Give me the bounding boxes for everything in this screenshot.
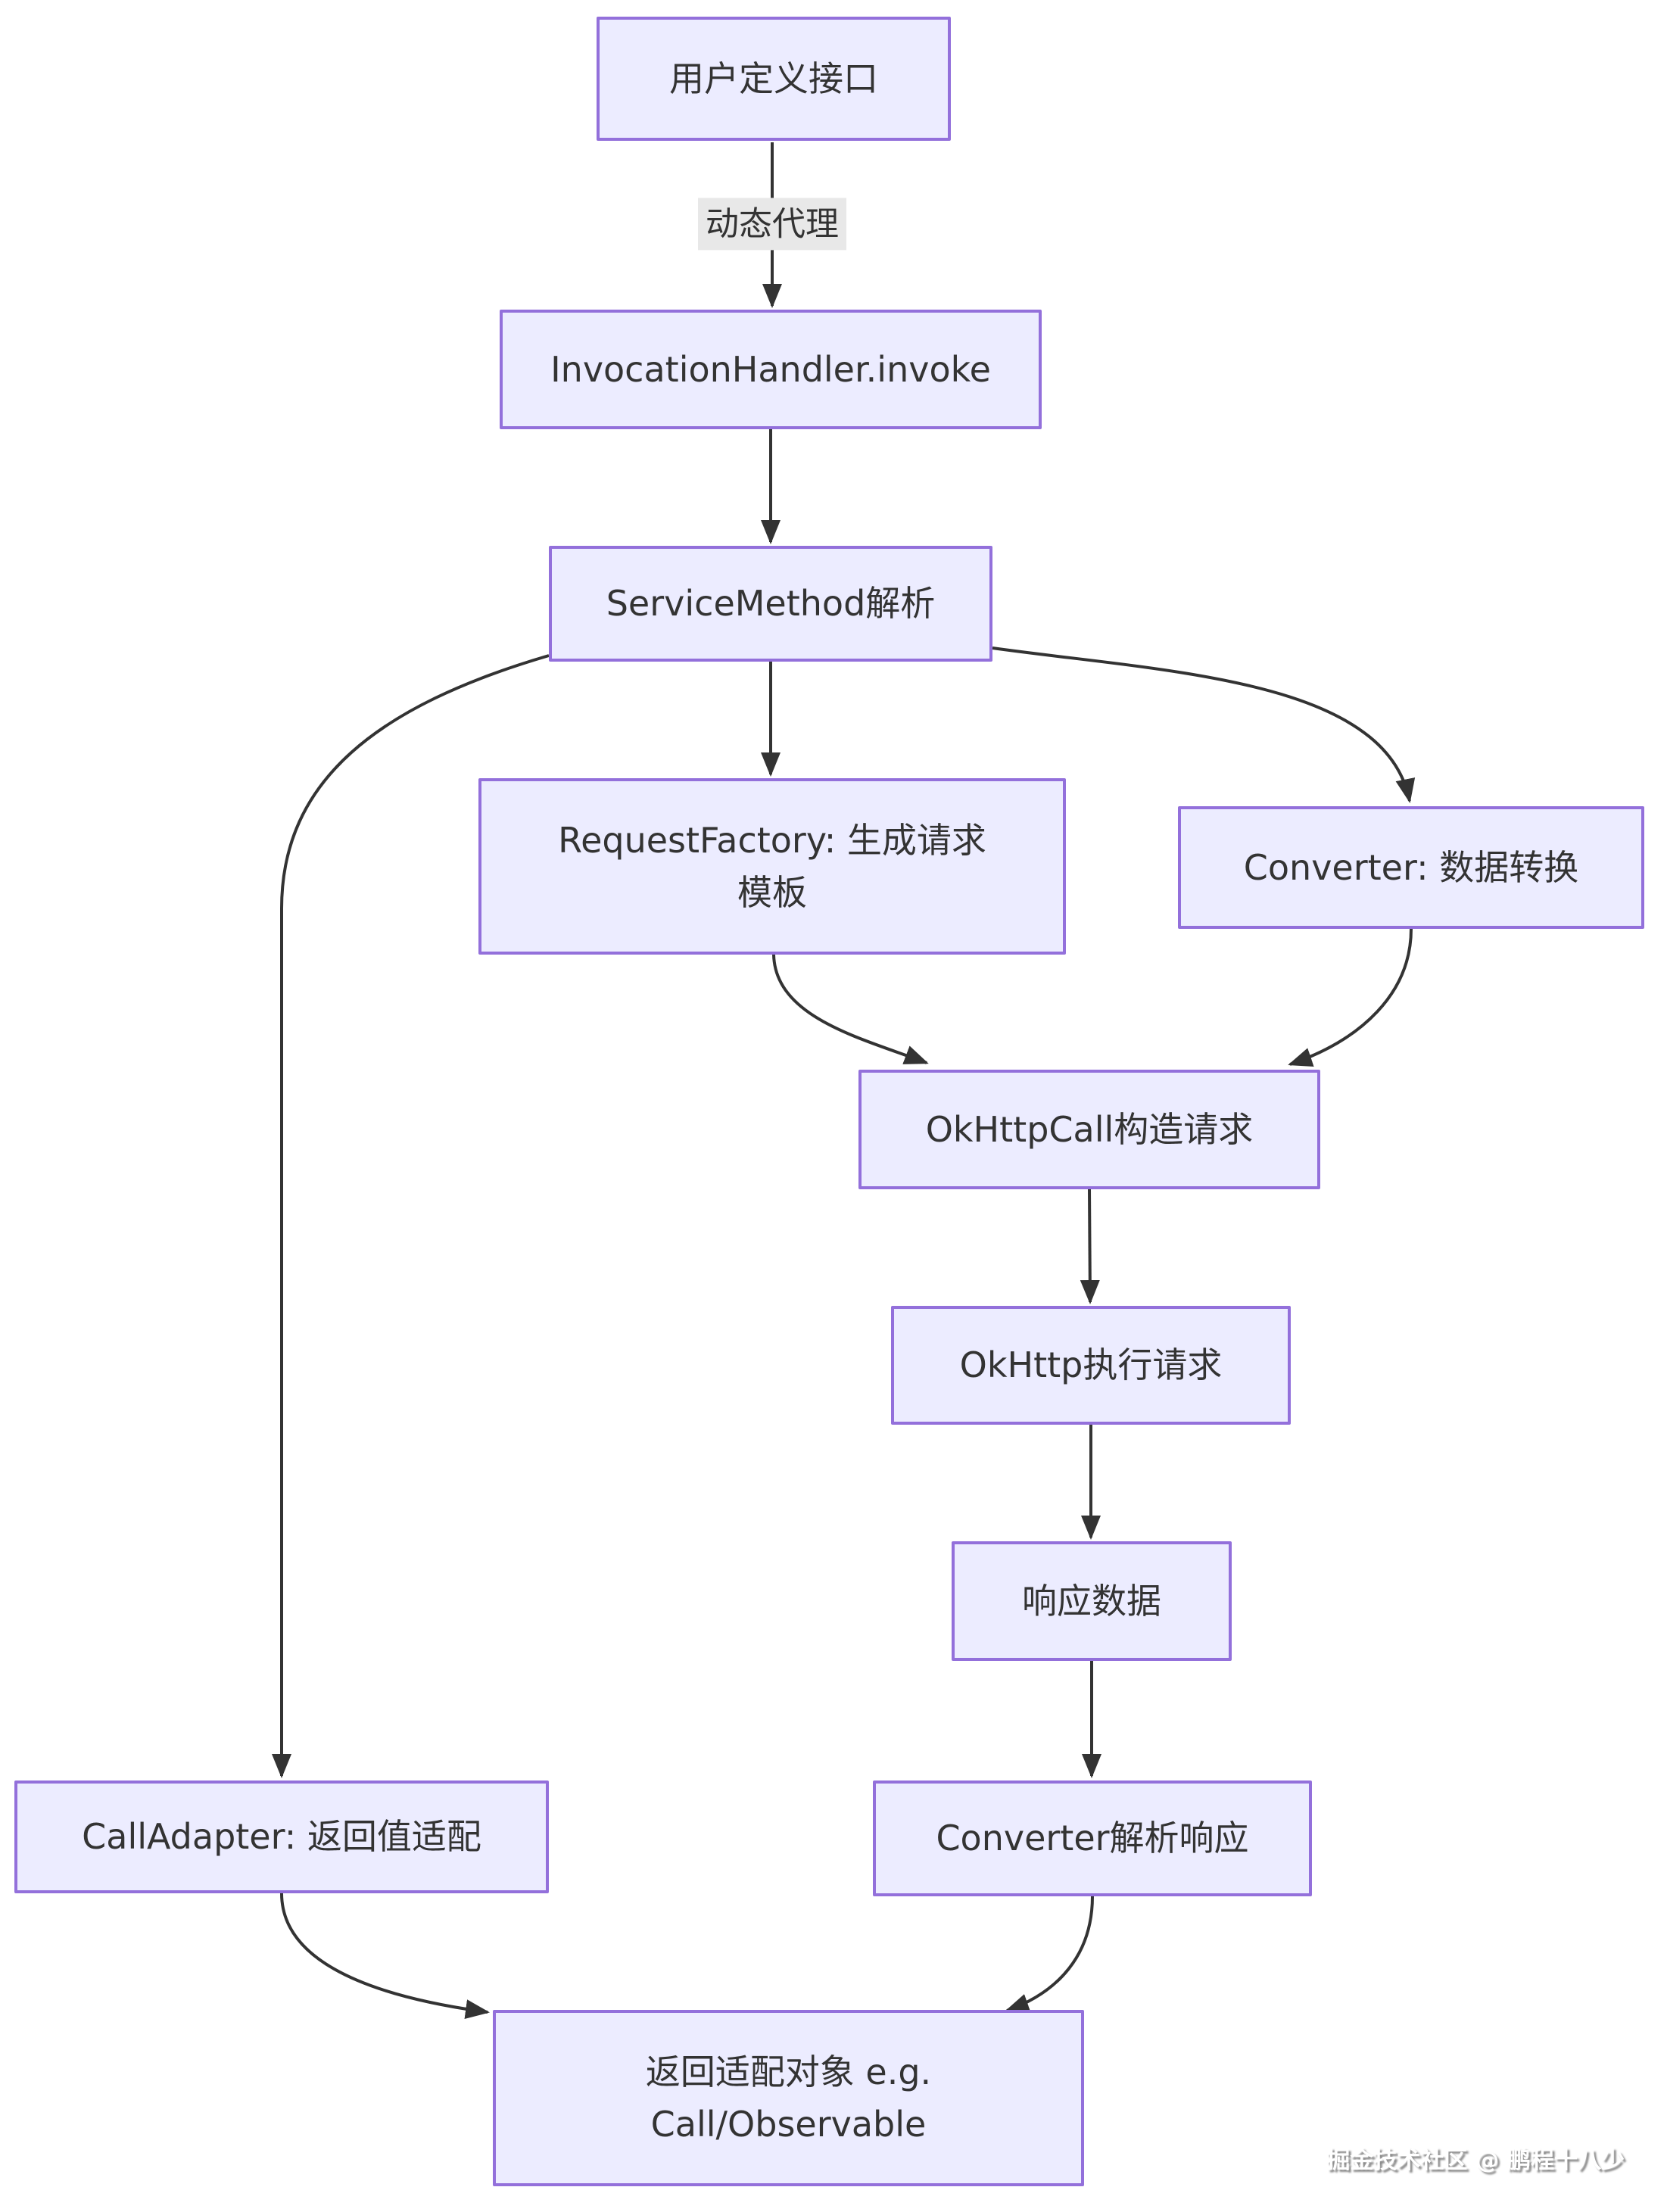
edge-request-factory-to-okhttp-call: [772, 954, 929, 1064]
watermark-juejin-author: 掘金技术社区 @ 鹏程十八少: [1326, 2147, 1625, 2174]
node-converter-data-conversion: Converter: 数据转换: [1178, 806, 1644, 929]
node-converter-parse-response: Converter解析响应: [873, 1781, 1312, 1896]
node-response-data: 响应数据: [952, 1541, 1232, 1661]
node-request-factory: RequestFactory: 生成请求 模板: [478, 778, 1066, 955]
edge-call-adapter-to-result: [280, 1893, 490, 2020]
node-okhttp-call-build-request: OkHttpCall构造请求: [858, 1070, 1320, 1189]
edge-converter-parse-to-result: [1005, 1896, 1094, 2013]
edge-okhttp-call-to-okhttp-exec: [1080, 1189, 1100, 1304]
node-invocation-handler-invoke: InvocationHandler.invoke: [500, 310, 1042, 429]
node-user-defined-interface: 用户定义接口: [597, 17, 951, 141]
edge-converter-to-okhttp-call: [1288, 928, 1413, 1067]
edge-service-method-to-converter: [992, 646, 1416, 803]
node-request-factory-line1: RequestFactory: 生成请求: [558, 819, 986, 861]
node-return-adapted-object: 返回适配对象 e.g. Call/Observable: [493, 2010, 1084, 2186]
node-result-line1: 返回适配对象 e.g.: [645, 2051, 932, 2092]
node-request-factory-line2: 模板: [737, 871, 807, 913]
node-service-method-parse: ServiceMethod解析: [549, 546, 992, 662]
node-okhttp-execute-request: OkHttp执行请求: [891, 1306, 1291, 1425]
edge-service-method-to-call-adapter: [272, 654, 550, 1778]
node-result-line2: Call/Observable: [650, 2103, 927, 2145]
node-call-adapter-return-value: CallAdapter: 返回值适配: [14, 1781, 549, 1893]
edge-label-dynamic-proxy: 动态代理: [698, 198, 846, 251]
